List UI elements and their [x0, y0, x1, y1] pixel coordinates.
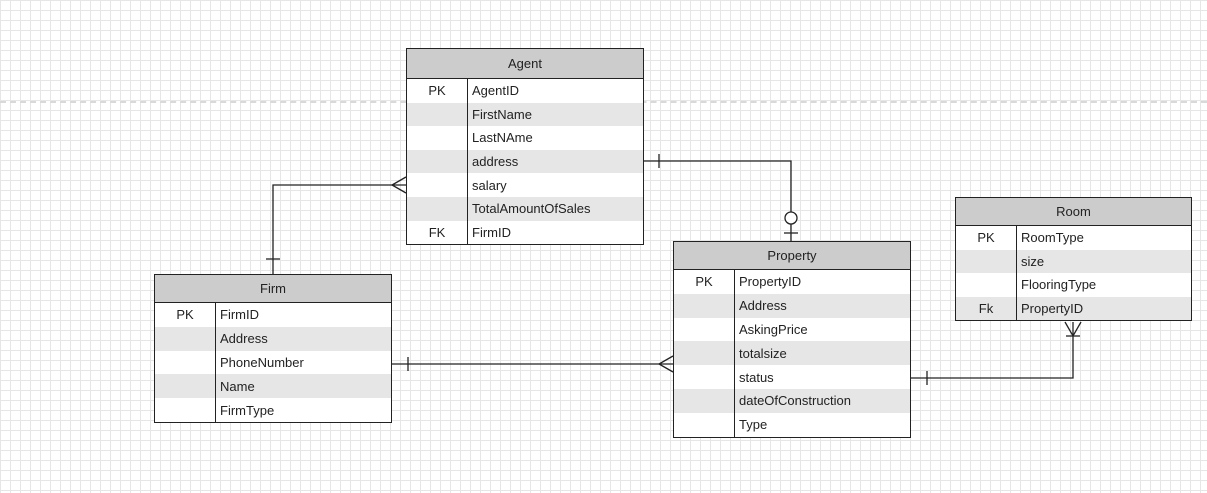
attribute-name: salary — [472, 177, 507, 193]
attribute-name: PropertyID — [739, 274, 802, 290]
attribute-key: PK — [977, 230, 995, 246]
attribute-name: FirmType — [220, 402, 275, 418]
attribute-row[interactable]: address — [407, 149, 643, 174]
attribute-key: PK — [695, 274, 713, 290]
attribute-row[interactable]: PK PropertyID — [674, 270, 910, 294]
attribute-name: Address — [220, 331, 268, 347]
attribute-key: PK — [428, 83, 446, 99]
cardinality-many-crowfoot — [657, 355, 674, 373]
attribute-name: Address — [739, 298, 787, 314]
attribute-row[interactable]: dateOfConstruction — [674, 388, 910, 413]
cardinality-many-crowfoot — [1064, 321, 1082, 338]
attribute-row[interactable]: PK AgentID — [407, 79, 643, 103]
attribute-row[interactable]: Name — [155, 374, 391, 399]
entity-title: Room — [956, 198, 1191, 226]
attribute-key: Fk — [978, 300, 994, 316]
attribute-name: TotalAmountOfSales — [472, 201, 591, 217]
attribute-name: totalsize — [739, 345, 787, 361]
attribute-name: FirmID — [220, 307, 259, 323]
attribute-row[interactable]: size — [956, 249, 1191, 273]
attribute-name: LastNAme — [472, 130, 533, 146]
attribute-name: Type — [739, 417, 768, 433]
connector-property-room — [911, 322, 1074, 379]
attribute-row[interactable]: Type — [674, 413, 910, 437]
attribute-name: PropertyID — [1021, 300, 1084, 316]
attribute-row[interactable]: PK FirmID — [155, 303, 391, 327]
attribute-name: PhoneNumber — [220, 354, 304, 370]
attribute-name: FirstName — [472, 106, 532, 122]
attribute-key: PK — [176, 307, 194, 323]
attribute-row[interactable]: PhoneNumber — [155, 351, 391, 375]
attribute-row[interactable]: salary — [407, 173, 643, 197]
attribute-row[interactable]: status — [674, 365, 910, 389]
entity-title: Property — [674, 242, 910, 270]
attribute-row[interactable]: PK RoomType — [956, 226, 1191, 250]
attribute-row[interactable]: FlooringType — [956, 273, 1191, 297]
attribute-row[interactable]: totalsize — [674, 341, 910, 366]
attribute-row[interactable]: Address — [155, 326, 391, 351]
entity-title: Firm — [155, 275, 391, 303]
attribute-key: FK — [428, 224, 446, 240]
attribute-row[interactable]: TotalAmountOfSales — [407, 196, 643, 221]
attribute-name: RoomType — [1021, 230, 1084, 246]
attribute-name: AskingPrice — [739, 321, 808, 337]
attribute-name: address — [472, 154, 519, 170]
attribute-name: dateOfConstruction — [739, 393, 852, 409]
cardinality-zero-circle — [784, 211, 798, 225]
entity-title: Agent — [407, 49, 643, 79]
attribute-row[interactable]: FK FirmID — [407, 221, 643, 245]
attribute-row[interactable]: LastNAme — [407, 126, 643, 150]
attribute-name: Name — [220, 378, 255, 394]
attribute-row[interactable]: FirstName — [407, 102, 643, 127]
attribute-name: status — [739, 369, 774, 385]
attribute-row[interactable]: FirmType — [155, 398, 391, 422]
connector-firm-agent — [272, 184, 406, 274]
attribute-name: size — [1021, 253, 1045, 269]
cardinality-many-crowfoot — [390, 176, 407, 194]
attribute-row[interactable]: AskingPrice — [674, 318, 910, 342]
attribute-name: AgentID — [472, 83, 519, 99]
attribute-row[interactable]: Address — [674, 293, 910, 318]
attribute-name: FlooringType — [1021, 277, 1097, 293]
attribute-row[interactable]: Fk PropertyID — [956, 296, 1191, 320]
attribute-name: FirmID — [472, 224, 511, 240]
connector-agent-property — [644, 160, 792, 241]
